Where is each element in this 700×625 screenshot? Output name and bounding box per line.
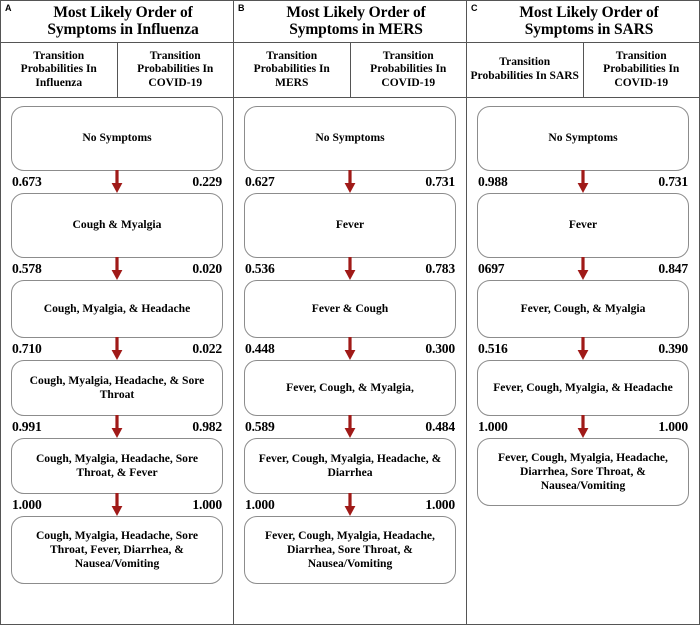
node-b-2: Fever <box>244 193 456 258</box>
column-header-mers: Transition Probabilities In MERS <box>234 43 351 97</box>
panel-influenza: A Most Likely Order of Symptoms in Influ… <box>1 1 234 624</box>
column-header-covid19-a: Transition Probabilities In COVID-19 <box>137 49 214 89</box>
node-b-6: Fever, Cough, Myalgia, Headache, Diarrhe… <box>244 516 456 584</box>
prob-a-1-left: 0.673 <box>12 174 42 190</box>
prob-c-3-left: 0.516 <box>478 341 508 357</box>
node-b-5: Fever, Cough, Myalgia, Headache, & Diarr… <box>244 438 456 494</box>
node-c-1: No Symptoms <box>477 106 689 171</box>
panel-c-column-headers: Transition Probabilities In SARS Transit… <box>467 43 699 98</box>
flow-mers: No Symptoms 0.627 0.731 Fever 0.536 0.78… <box>234 98 466 624</box>
transition-a-3: 0.710 0.022 <box>11 337 223 360</box>
node-a-1: No Symptoms <box>11 106 223 171</box>
prob-b-3-right: 0.300 <box>425 341 455 357</box>
panel-b-title-row: B Most Likely Order of Symptoms in MERS <box>234 1 466 43</box>
panel-letter-b: B <box>238 3 245 13</box>
down-arrow-icon <box>111 337 123 360</box>
transition-c-3: 0.516 0.390 <box>477 337 689 360</box>
column-header-sars: Transition Probabilities In SARS <box>467 43 584 97</box>
prob-c-1-left: 0.988 <box>478 174 508 190</box>
panel-letter-c: C <box>471 3 478 13</box>
prob-c-3-right: 0.390 <box>658 341 688 357</box>
down-arrow-icon <box>344 257 356 280</box>
down-arrow-icon <box>111 170 123 193</box>
down-arrow-icon <box>577 257 589 280</box>
prob-a-2-left: 0.578 <box>12 261 42 277</box>
panel-c-title-row: C Most Likely Order of Symptoms in SARS <box>467 1 699 43</box>
prob-b-2-left: 0.536 <box>245 261 275 277</box>
transition-a-1: 0.673 0.229 <box>11 170 223 193</box>
transition-b-4: 0.589 0.484 <box>244 415 456 438</box>
prob-c-2-left: 0697 <box>478 261 505 277</box>
column-header-influenza: Transition Probabilities In Influenza <box>1 43 118 97</box>
down-arrow-icon <box>344 170 356 193</box>
down-arrow-icon <box>111 415 123 438</box>
down-arrow-icon <box>577 337 589 360</box>
down-arrow-icon <box>344 415 356 438</box>
node-a-2: Cough & Myalgia <box>11 193 223 258</box>
transition-b-5: 1.000 1.000 <box>244 493 456 516</box>
panel-a-column-headers: Transition Probabilities In Influenza Tr… <box>1 43 233 98</box>
prob-b-1-right: 0.731 <box>425 174 455 190</box>
prob-c-2-right: 0.847 <box>658 261 688 277</box>
node-b-1: No Symptoms <box>244 106 456 171</box>
node-c-3: Fever, Cough, & Myalgia <box>477 280 689 338</box>
prob-c-4-right: 1.000 <box>658 419 688 435</box>
node-b-4: Fever, Cough, & Myalgia, <box>244 360 456 416</box>
node-a-4: Cough, Myalgia, Headache, & Sore Throat <box>11 360 223 416</box>
prob-b-3-left: 0.448 <box>245 341 275 357</box>
node-a-6: Cough, Myalgia, Headache, Sore Throat, F… <box>11 516 223 584</box>
prob-a-1-right: 0.229 <box>192 174 222 190</box>
node-c-4: Fever, Cough, Myalgia, & Headache <box>477 360 689 416</box>
transition-a-2: 0.578 0.020 <box>11 257 223 280</box>
prob-b-5-right: 1.000 <box>425 497 455 513</box>
page-title-b: Most Likely Order of Symptoms in MERS <box>286 4 426 38</box>
prob-a-2-right: 0.020 <box>192 261 222 277</box>
transition-b-1: 0.627 0.731 <box>244 170 456 193</box>
prob-a-5-right: 1.000 <box>192 497 222 513</box>
transition-c-1: 0.988 0.731 <box>477 170 689 193</box>
down-arrow-icon <box>111 493 123 516</box>
prob-b-1-left: 0.627 <box>245 174 275 190</box>
transition-b-2: 0.536 0.783 <box>244 257 456 280</box>
down-arrow-icon <box>111 257 123 280</box>
transition-a-5: 1.000 1.000 <box>11 493 223 516</box>
column-header-covid19-b: Transition Probabilities In COVID-19 <box>370 49 447 89</box>
panel-letter-a: A <box>5 3 12 13</box>
prob-b-2-right: 0.783 <box>425 261 455 277</box>
node-a-3: Cough, Myalgia, & Headache <box>11 280 223 338</box>
prob-c-1-right: 0.731 <box>658 174 688 190</box>
panel-b-column-headers: Transition Probabilities In MERS Transit… <box>234 43 466 98</box>
node-b-3: Fever & Cough <box>244 280 456 338</box>
panel-a-title-row: A Most Likely Order of Symptoms in Influ… <box>1 1 233 43</box>
prob-a-4-right: 0.982 <box>192 419 222 435</box>
node-a-5: Cough, Myalgia, Headache, Sore Throat, &… <box>11 438 223 494</box>
prob-a-4-left: 0.991 <box>12 419 42 435</box>
down-arrow-icon <box>344 337 356 360</box>
prob-b-5-left: 1.000 <box>245 497 275 513</box>
prob-a-3-left: 0.710 <box>12 341 42 357</box>
transition-c-2: 0697 0.847 <box>477 257 689 280</box>
prob-a-5-left: 1.000 <box>12 497 42 513</box>
transition-a-4: 0.991 0.982 <box>11 415 223 438</box>
prob-b-4-right: 0.484 <box>425 419 455 435</box>
page-title-a: Most Likely Order of Symptoms in Influen… <box>47 4 199 38</box>
transition-b-3: 0.448 0.300 <box>244 337 456 360</box>
panel-mers: B Most Likely Order of Symptoms in MERS … <box>234 1 467 624</box>
page-title-c: Most Likely Order of Symptoms in SARS <box>519 4 659 38</box>
panel-sars: C Most Likely Order of Symptoms in SARS … <box>467 1 699 624</box>
transition-c-4: 1.000 1.000 <box>477 415 689 438</box>
down-arrow-icon <box>344 493 356 516</box>
prob-c-4-left: 1.000 <box>478 419 508 435</box>
prob-a-3-right: 0.022 <box>192 341 222 357</box>
flow-influenza: No Symptoms 0.673 0.229 Cough & Myalgia … <box>1 98 233 624</box>
prob-b-4-left: 0.589 <box>245 419 275 435</box>
node-c-5: Fever, Cough, Myalgia, Headache, Diarrhe… <box>477 438 689 506</box>
down-arrow-icon <box>577 415 589 438</box>
column-header-covid19-c: Transition Probabilities In COVID-19 <box>603 49 680 89</box>
node-c-2: Fever <box>477 193 689 258</box>
down-arrow-icon <box>577 170 589 193</box>
flow-sars: No Symptoms 0.988 0.731 Fever 0697 0.847… <box>467 98 699 624</box>
